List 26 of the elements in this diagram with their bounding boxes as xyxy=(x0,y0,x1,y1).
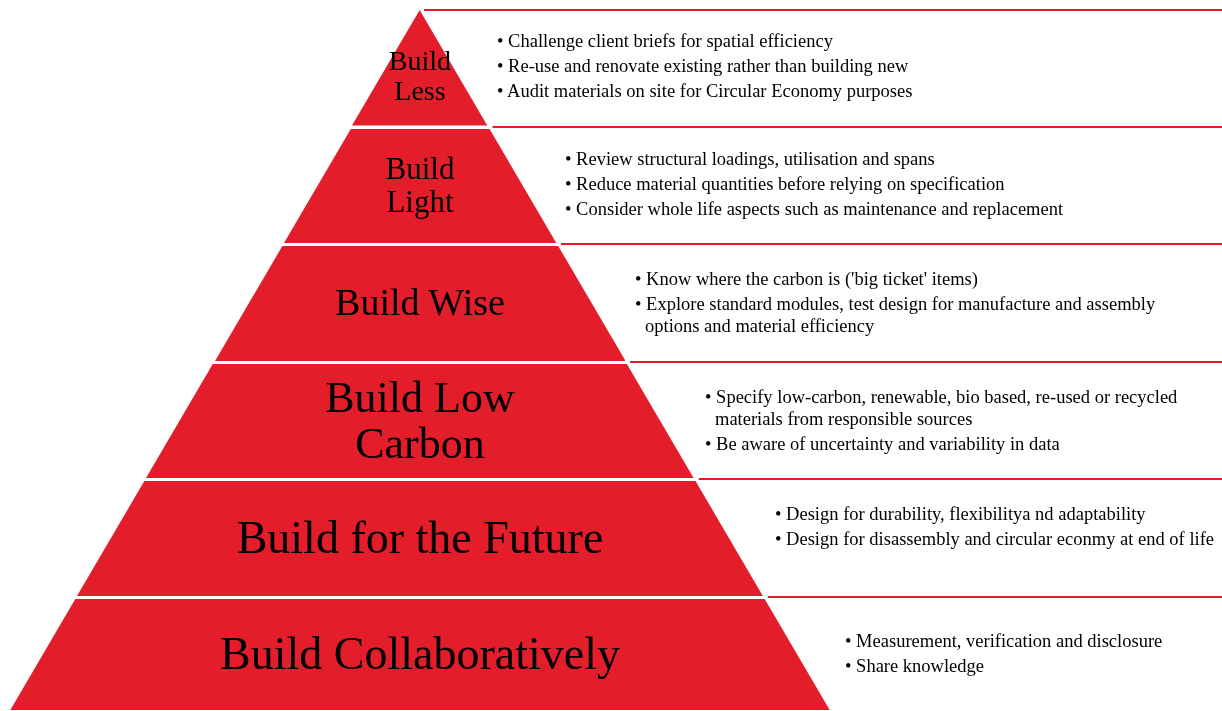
tier-title: Build Collaboratively xyxy=(219,630,621,679)
pyramid-tier xyxy=(10,598,830,710)
pyramid-tier xyxy=(214,245,626,361)
bullet-text: • Measurement, verification and disclosure xyxy=(845,630,1164,652)
pyramid-tier xyxy=(146,363,694,478)
bullet-text: • Challenge client briefs for spatial efficiency xyxy=(497,30,834,52)
pyramid-tier xyxy=(77,480,763,596)
bullet-text: • Re-use and renovate existing rather than building new xyxy=(497,55,910,77)
bullet-text: • Know where the carbon is ('big ticket' items) xyxy=(635,268,979,290)
tier-title: Build Low Carbon xyxy=(324,374,516,467)
bullet-text: • Review structural loadings, utilisation and spans xyxy=(565,148,936,170)
bullet-text: • Explore standard modules, test design for manufacture and assembly options and material efficiency xyxy=(635,293,1157,337)
tier-title: Build Wise xyxy=(334,283,506,323)
tier-title: Build Light xyxy=(384,153,456,219)
bullet-text: • Share knowledge xyxy=(845,655,986,677)
bullet-text: • Design for durability, flexibilitya nd adaptability xyxy=(775,503,1147,525)
bullet-text: • Specify low-carbon, renewable, bio based, re-used or recycled materials from responsible sources xyxy=(705,386,1179,430)
bullet-text: • Reduce material quantities before relying on specification xyxy=(565,173,1006,195)
bullet-text: • Design for disassembly and circular econmy at end of life xyxy=(775,528,1215,550)
tier-title: Build for the Future xyxy=(235,514,605,563)
pyramid-tier xyxy=(352,10,488,126)
tier-title: Build Less xyxy=(387,46,453,106)
bullet-text: • Consider whole life aspects such as maintenance and replacement xyxy=(565,198,1065,220)
bullet-text: • Be aware of uncertainty and variability in data xyxy=(705,433,1061,455)
pyramid-tier xyxy=(283,128,557,243)
bullet-text: • Audit materials on site for Circular Economy purposes xyxy=(497,80,914,102)
